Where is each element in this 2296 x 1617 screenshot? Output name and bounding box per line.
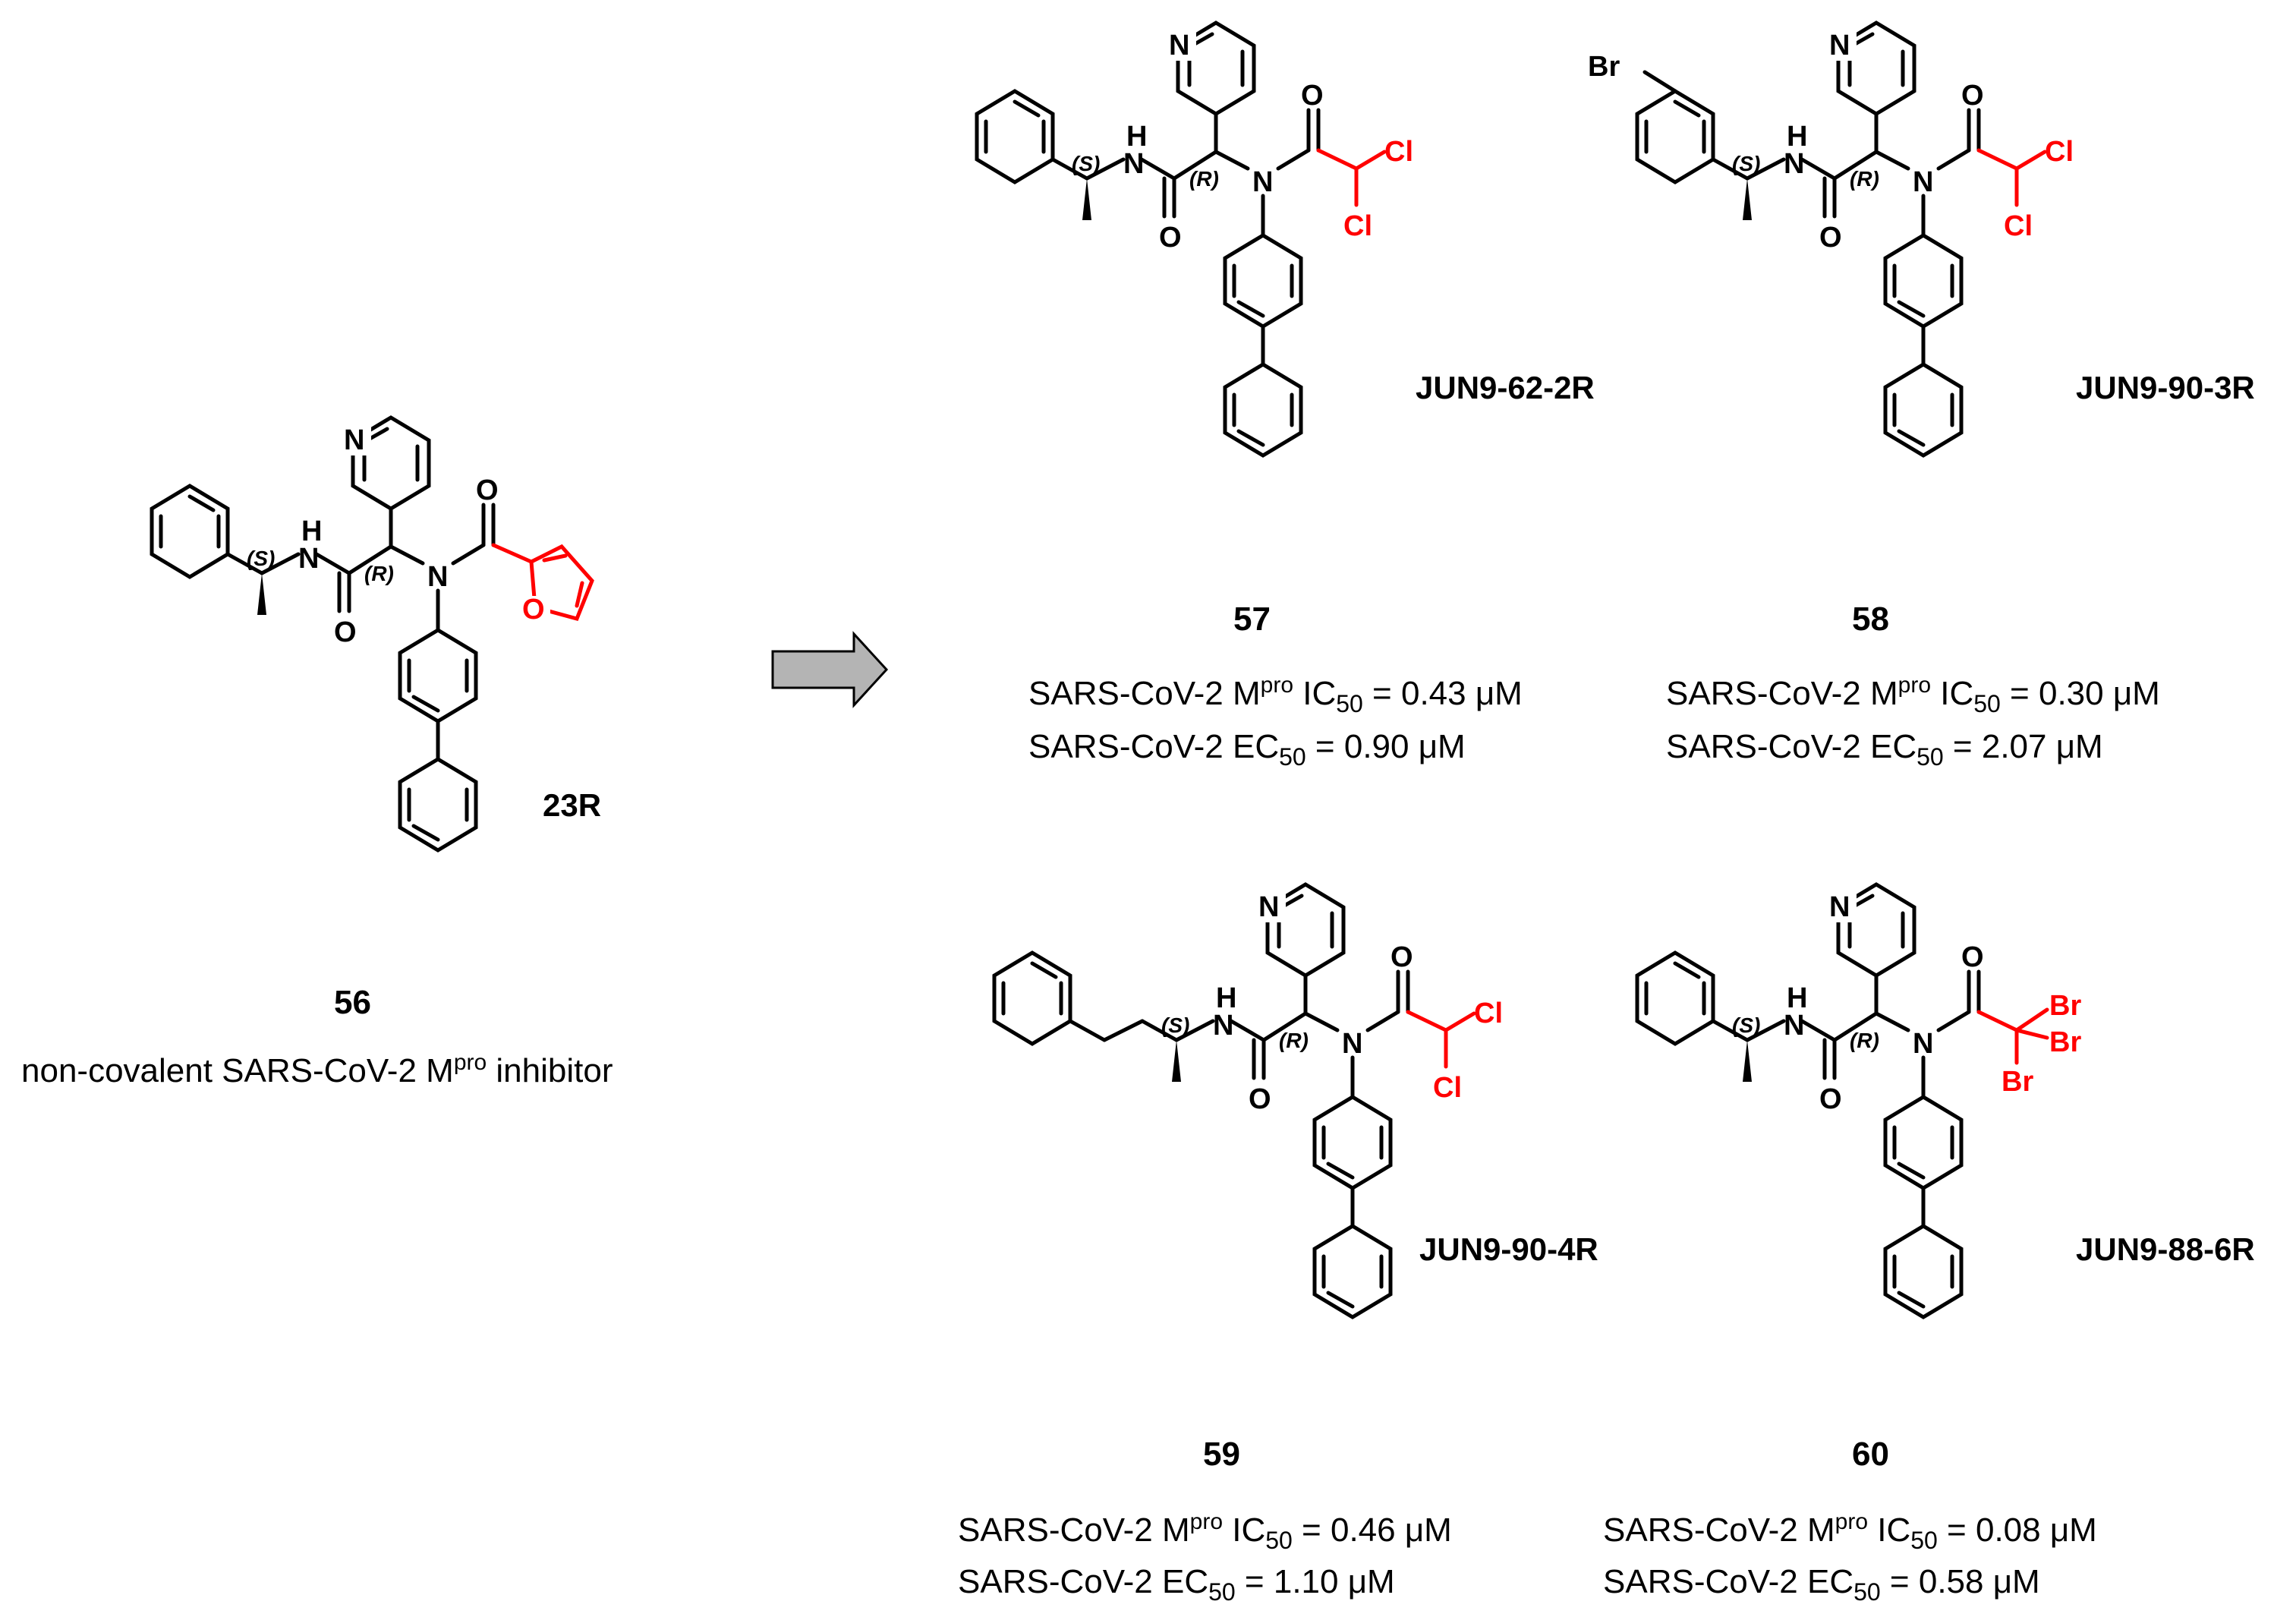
compound-60-ec50: SARS-CoV-2 EC50 = 0.58 μM (1603, 1563, 2040, 1606)
atom-o-acyl: O (1961, 941, 1984, 973)
atom-cl-2: Cl (1343, 210, 1372, 242)
atom-br-aryl: Br (1588, 51, 1620, 83)
compound-56-structure: O (152, 418, 594, 850)
atom-n-pyridine: N (344, 424, 364, 456)
atom-cl-2: Cl (2004, 210, 2033, 242)
compound-58-structure: Br N N H O N O Cl Cl (S) (R) (1588, 23, 2074, 455)
stereo-r-label: (R) (1850, 167, 1879, 191)
compound-59-number: 59 (1203, 1436, 1240, 1473)
stereo-s-label: (S) (1072, 152, 1100, 175)
atom-n-anilide: N (1252, 166, 1273, 198)
compound-56-number: 56 (334, 984, 371, 1021)
stereo-r-label: (R) (364, 562, 394, 585)
atom-n-anilide: N (1913, 166, 1933, 198)
atom-h-amide: H (1126, 121, 1147, 153)
compound-57-ec50: SARS-CoV-2 EC50 = 0.90 μM (1028, 728, 1466, 771)
stereo-r-label: (R) (1189, 167, 1219, 191)
atom-n-pyridine: N (1829, 891, 1850, 923)
compound-57-structure: N N H O N O Cl Cl (S) (R) (977, 23, 1413, 455)
atom-o-amide: O (1249, 1083, 1271, 1115)
atom-cl-1: Cl (2045, 136, 2074, 168)
compound-60-ic50: SARS-CoV-2 Mpro IC50 = 0.08 μM (1603, 1509, 2097, 1554)
atom-n-anilide: N (1342, 1028, 1362, 1060)
atom-n-amide: N (298, 543, 319, 575)
stereo-r-label: (R) (1279, 1029, 1309, 1052)
atom-h-amide: H (1787, 121, 1807, 153)
stereo-r-label: (R) (1850, 1029, 1879, 1052)
atom-o-acyl: O (1301, 80, 1324, 112)
atom-h-amide: H (1216, 982, 1236, 1014)
compound-56-code: 23R (543, 787, 601, 823)
compound-58-ec50: SARS-CoV-2 EC50 = 2.07 μM (1666, 728, 2103, 771)
compound-59-code: JUN9-90-4R (1419, 1231, 1598, 1267)
atom-n-anilide: N (427, 561, 448, 593)
compound-60-number: 60 (1852, 1436, 1889, 1473)
compound-59-ec50: SARS-CoV-2 EC50 = 1.10 μM (958, 1563, 1395, 1606)
compound-57-ic50: SARS-CoV-2 Mpro IC50 = 0.43 μM (1028, 673, 1523, 717)
compound-59-ic50: SARS-CoV-2 Mpro IC50 = 0.46 μM (958, 1509, 1452, 1554)
stereo-s-label: (S) (1161, 1013, 1189, 1037)
atom-o-amide: O (1819, 222, 1842, 254)
atom-o-acyl: O (1391, 941, 1413, 973)
atom-o-furan: O (522, 594, 545, 626)
atom-o-amide: O (1159, 222, 1182, 254)
atom-n-amide: N (1784, 148, 1804, 180)
stereo-s-label: (S) (1732, 152, 1760, 175)
stereo-s-label: (S) (247, 547, 275, 570)
atom-o-amide: O (334, 616, 357, 648)
atom-cl-2: Cl (1433, 1072, 1462, 1104)
compound-58-code: JUN9-90-3R (2076, 370, 2255, 405)
atom-br-3: Br (2002, 1066, 2033, 1098)
atom-br-1: Br (2049, 990, 2081, 1022)
atom-cl-1: Cl (1474, 998, 1503, 1029)
stereo-s-label: (S) (1732, 1013, 1760, 1037)
atom-n-amide: N (1123, 148, 1144, 180)
atom-o-amide: O (1819, 1083, 1842, 1115)
compound-57-number: 57 (1233, 600, 1271, 638)
compound-60-structure: N N H O N O Br Br Br (S) (R) (1637, 884, 2081, 1317)
compound-58-number: 58 (1852, 600, 1889, 638)
atom-o-acyl: O (1961, 80, 1984, 112)
atom-h-amide: H (301, 515, 322, 547)
atom-cl-1: Cl (1384, 136, 1413, 168)
atom-n-pyridine: N (1169, 30, 1189, 61)
compound-59-structure: N N H O N O Cl Cl (S) (R) (992, 884, 1503, 1317)
compound-58-ic50: SARS-CoV-2 Mpro IC50 = 0.30 μM (1666, 673, 2160, 717)
atom-n-amide: N (1213, 1010, 1233, 1042)
atom-n-pyridine: N (1258, 891, 1279, 923)
atom-n-amide: N (1784, 1010, 1804, 1042)
compound-56-description: non-covalent SARS-CoV-2 Mpro inhibitor (21, 1050, 613, 1089)
compound-57-code: JUN9-62-2R (1416, 370, 1595, 405)
compound-60-code: JUN9-88-6R (2076, 1231, 2255, 1267)
atom-br-2: Br (2049, 1026, 2081, 1058)
atom-h-amide: H (1787, 982, 1807, 1014)
atom-n-pyridine: N (1829, 30, 1850, 61)
atom-n-anilide: N (1913, 1028, 1933, 1060)
atom-o-acyl: O (476, 474, 499, 506)
transformation-arrow (771, 631, 889, 708)
